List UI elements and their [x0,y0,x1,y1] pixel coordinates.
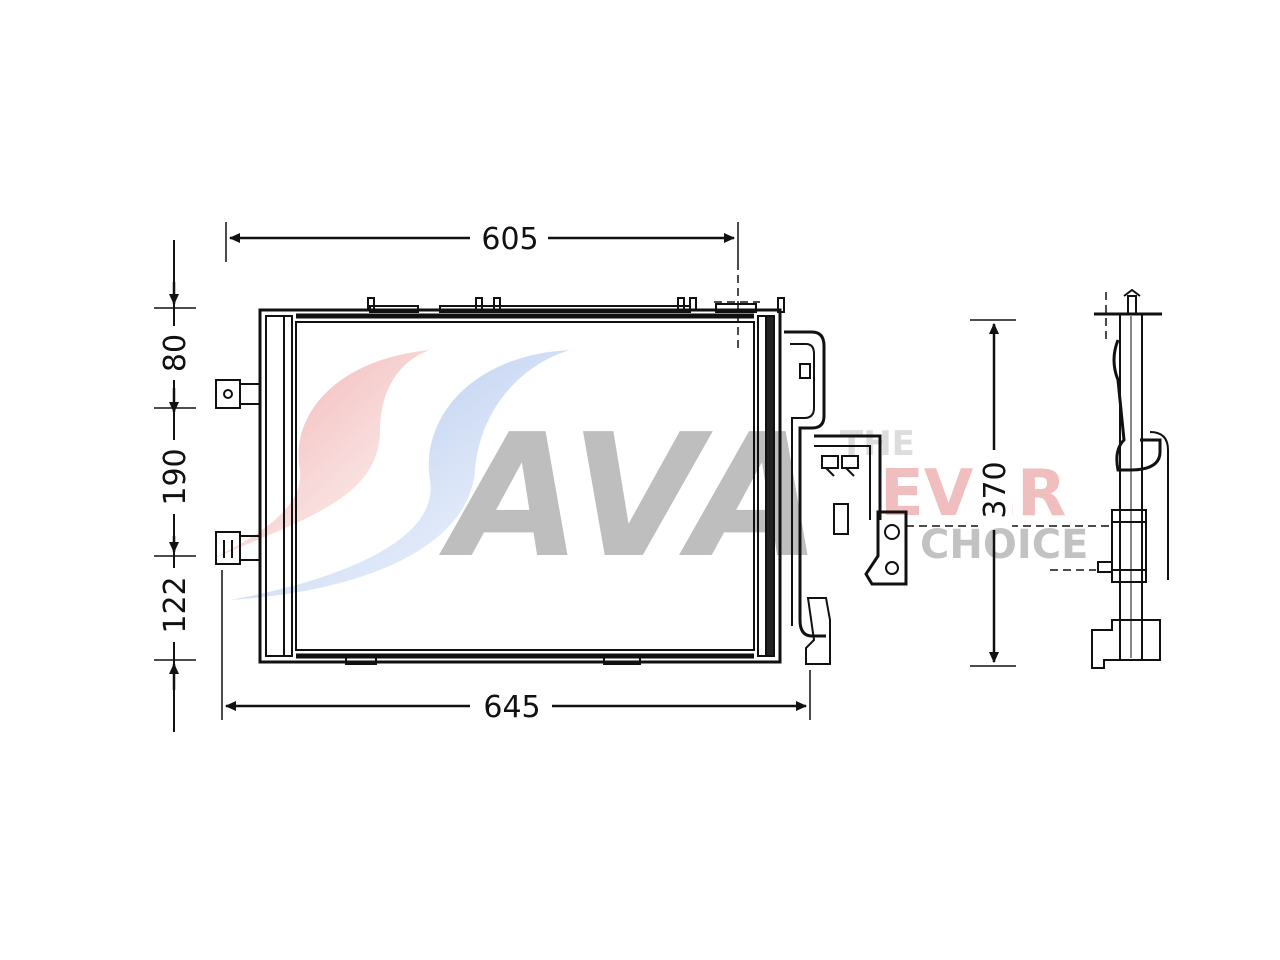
left-tank [265,315,285,657]
side-dryer [1111,509,1147,583]
watermark-tagline-small: THE [840,424,915,464]
fitting-cap [841,455,859,469]
watermark-red-swoosh [210,350,430,560]
right-pipe-inner [790,343,815,626]
left-bracket-upper [215,379,241,409]
dim-label-left-top: 80 [158,334,193,372]
top-peg [475,297,483,311]
top-peg [689,297,697,311]
condenser-side-view [1091,288,1169,669]
connector-flange [864,510,908,586]
right-pipe-outer [784,330,826,638]
center-lines [714,262,1110,571]
watermark-blue-swoosh [230,350,570,600]
condenser-outer-frame [258,308,782,664]
watermark: AVA THE EVER CHOICE [210,350,1088,600]
watermark-tagline-bottom: CHOICE [920,522,1088,568]
condenser-core [295,321,755,651]
dim-label-top-width: 605 [481,222,538,257]
dim-label-left-middle: 190 [158,448,193,505]
dryer-block [833,503,849,535]
dim-label-height: 370 [978,461,1013,518]
dim-label-bottom-width: 645 [483,690,540,725]
watermark-tagline-mid: EVER [880,457,1066,531]
top-peg [677,297,685,311]
top-peg [777,297,785,313]
top-peg [493,297,501,311]
side-bottom-bracket [1091,619,1161,669]
watermark-brand: AVA [438,398,822,596]
side-pipe [1112,339,1162,472]
condenser-front-view [215,297,908,665]
fitting-cap [821,455,839,469]
dimension-labels: 605 645 370 80 190 122 [158,222,1013,725]
side-top-peg [1127,295,1137,315]
dim-label-left-bottom: 122 [158,576,193,633]
